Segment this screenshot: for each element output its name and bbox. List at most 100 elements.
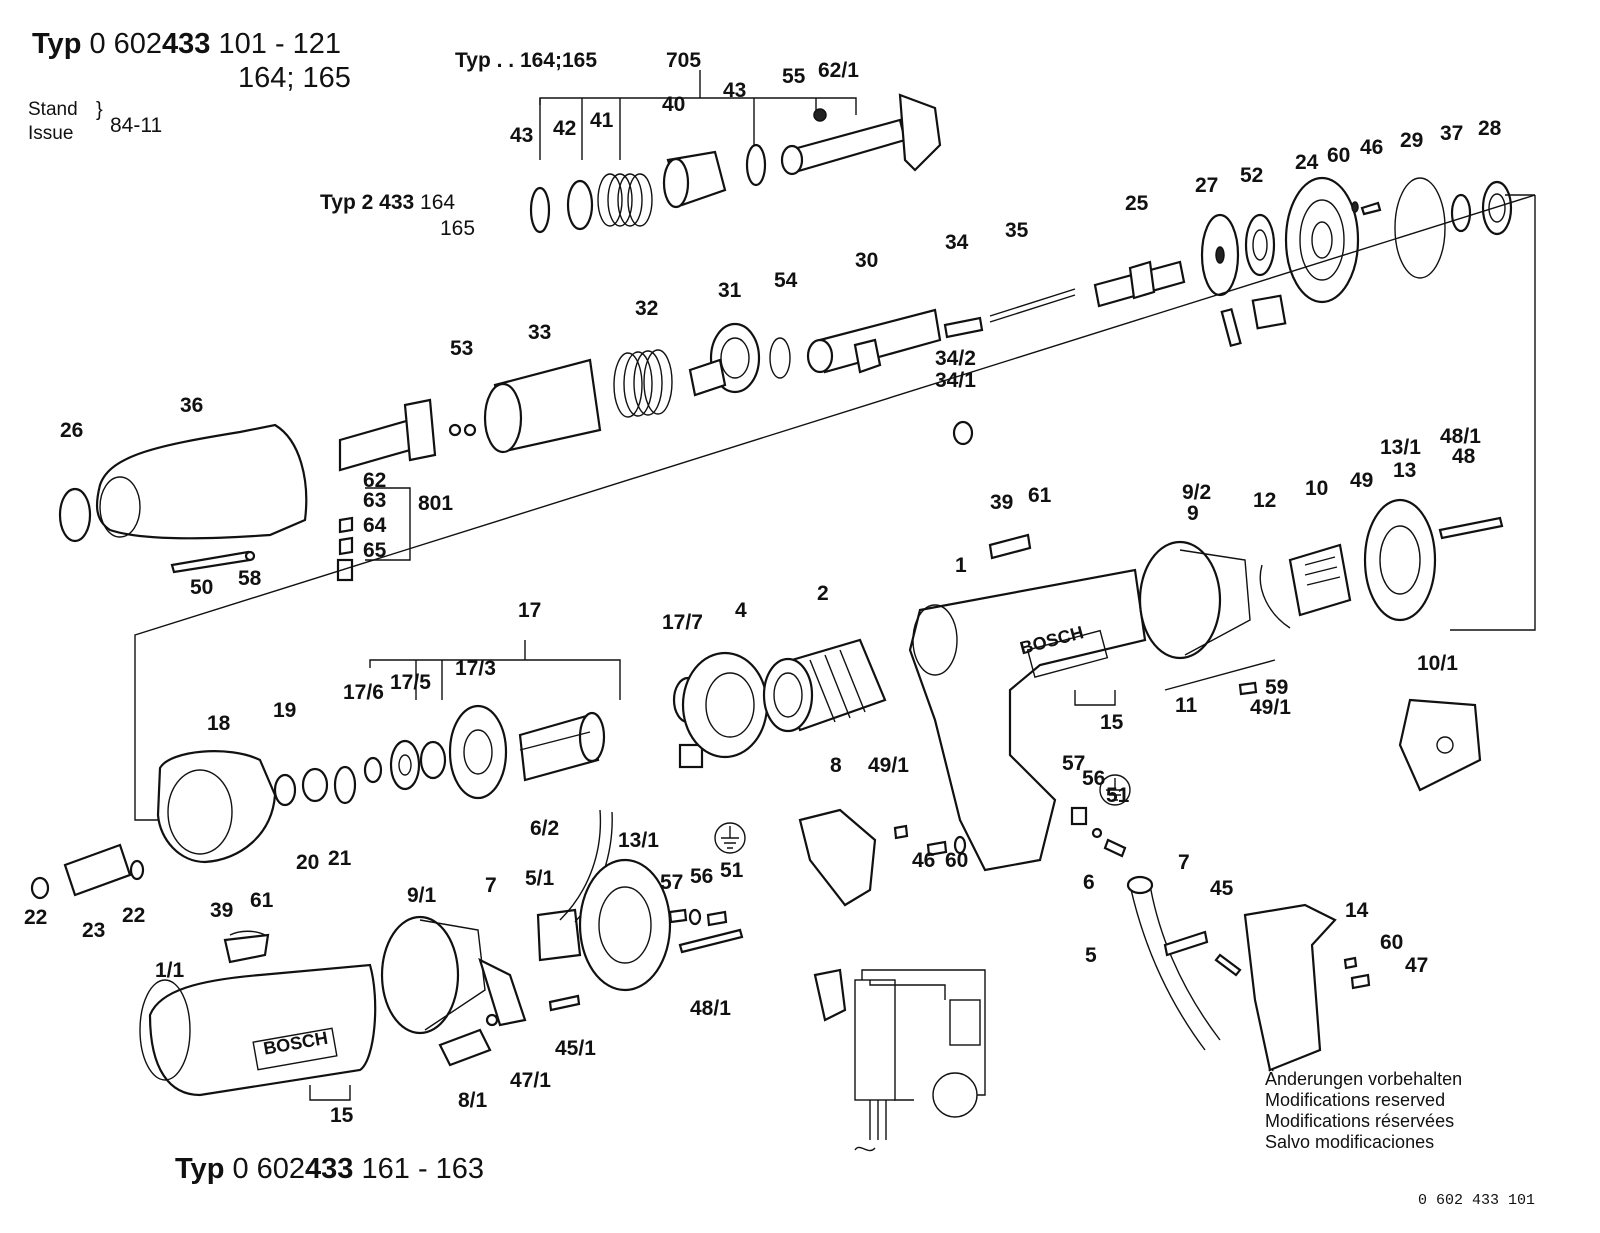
part-label: 47/1 (510, 1069, 551, 1092)
part-label: 5 (1085, 944, 1097, 967)
part-label: 60 (1327, 144, 1351, 167)
part-label: 52 (1240, 164, 1264, 187)
part-label: 37 (1440, 122, 1464, 145)
spindle-30 (806, 308, 942, 374)
part-label: 49/1 (1250, 696, 1291, 719)
part-label: 15 (1100, 711, 1124, 734)
part-label: 60 (1380, 931, 1404, 954)
part-label: 45 (1210, 877, 1234, 900)
part-label: 13/1 (1380, 436, 1421, 459)
switch-10 (1288, 543, 1352, 617)
subheader-mid-v1: 164 (420, 191, 456, 214)
handle-14 (1243, 903, 1337, 1072)
part-label: 28 (1478, 117, 1502, 140)
part-label: 7 (485, 874, 497, 897)
part-label: 2 (817, 582, 829, 605)
part-label: 47 (1405, 954, 1429, 977)
note-line: Änderungen vorbehalten (1265, 1069, 1463, 1089)
part-label: 9/2 (1182, 481, 1212, 504)
sleeve-33 (483, 358, 602, 454)
part-label: 50 (190, 576, 214, 599)
anvil-62 (338, 398, 437, 472)
part-label: 36 (180, 394, 204, 417)
part-label: 42 (553, 117, 577, 140)
part-label: 6/2 (530, 817, 560, 840)
part-label: 40 (662, 93, 686, 116)
part-label: 18 (207, 712, 231, 735)
part-label: 39 (210, 899, 234, 922)
gear-28 (1481, 180, 1513, 236)
part-label: 23 (82, 919, 106, 942)
header-range-2: 164; 165 (238, 62, 351, 94)
part-label: 60 (945, 849, 969, 872)
earth-ground-icon (1099, 774, 1131, 806)
chuck-23 (63, 843, 132, 897)
shaft-62-1 (780, 93, 942, 176)
part-label: 61 (250, 889, 274, 912)
top-bracket (539, 70, 857, 160)
part-label: 59 (1265, 676, 1289, 699)
part-label: 48 (1452, 445, 1476, 468)
part-label: 55 (782, 65, 806, 88)
part-label: 17/6 (343, 681, 384, 704)
part-label: 17 (518, 599, 542, 622)
header-range: 101 - 121 (218, 28, 342, 60)
part-label: 41 (590, 109, 614, 132)
gear-housing-24 (1284, 176, 1360, 304)
subheader-mid-typ: Typ (320, 191, 356, 214)
part-label: 24 (1295, 151, 1319, 174)
stator-2 (762, 638, 887, 733)
part-label: 64 (363, 514, 387, 537)
note-line: Salvo modificaciones (1265, 1132, 1435, 1152)
part-label: 43 (510, 124, 534, 147)
stand-brace: } (96, 99, 103, 121)
footer-range: 161 - 163 (361, 1153, 485, 1185)
part-label: 49/1 (868, 754, 909, 777)
cover-13-1 (578, 858, 672, 992)
spring-35 (989, 288, 1076, 323)
part-label: 43 (723, 79, 747, 102)
note-line: Modifications reserved (1265, 1090, 1446, 1110)
washer-4 (681, 651, 769, 759)
part-label: 34 (945, 231, 969, 254)
part-label: 34/2 (935, 347, 976, 370)
issue-label: Issue (28, 123, 74, 144)
part-label: 26 (60, 419, 84, 442)
part-label: 30 (855, 249, 879, 272)
part-label: 63 (363, 489, 387, 512)
header-code-prefix: 0 602 (89, 28, 163, 60)
part-label: 21 (328, 847, 352, 870)
part-label: 48/1 (690, 997, 731, 1020)
cable-5 (1129, 884, 1221, 1051)
part-label: 9 (1187, 502, 1199, 525)
part-label: 46 (1360, 136, 1384, 159)
part-label: 13/1 (618, 829, 659, 852)
part-label: 31 (718, 279, 742, 302)
part-label: 801 (418, 492, 454, 515)
part-label: 51 (720, 859, 744, 882)
part-label: 15 (330, 1104, 354, 1127)
part-label: 13 (1393, 459, 1417, 482)
part-label: 34/1 (935, 369, 976, 392)
part-label: 1/1 (155, 959, 185, 982)
part-label: 57 (1062, 752, 1086, 775)
footer-typ-label: Typ (175, 1153, 225, 1185)
bottom-row-parts (139, 809, 986, 1152)
header-code-bold: 433 (162, 28, 211, 60)
part-label: 45/1 (555, 1037, 596, 1060)
part-label: 33 (528, 321, 552, 344)
doc-number: 0 602 433 101 (1418, 1192, 1536, 1209)
part-label: 46 (912, 849, 936, 872)
cover-13 (1363, 498, 1437, 622)
part-label: 10 (1305, 477, 1329, 500)
header-typ-label: Typ (32, 28, 82, 60)
part-label: 27 (1195, 174, 1219, 197)
part-label: 53 (450, 337, 474, 360)
part-label: 8 (830, 754, 842, 777)
part-label: 48/1 (1440, 425, 1481, 448)
part-label: 65 (363, 539, 387, 562)
part-25-shaft (1093, 260, 1186, 308)
part-label: 35 (1005, 219, 1029, 242)
